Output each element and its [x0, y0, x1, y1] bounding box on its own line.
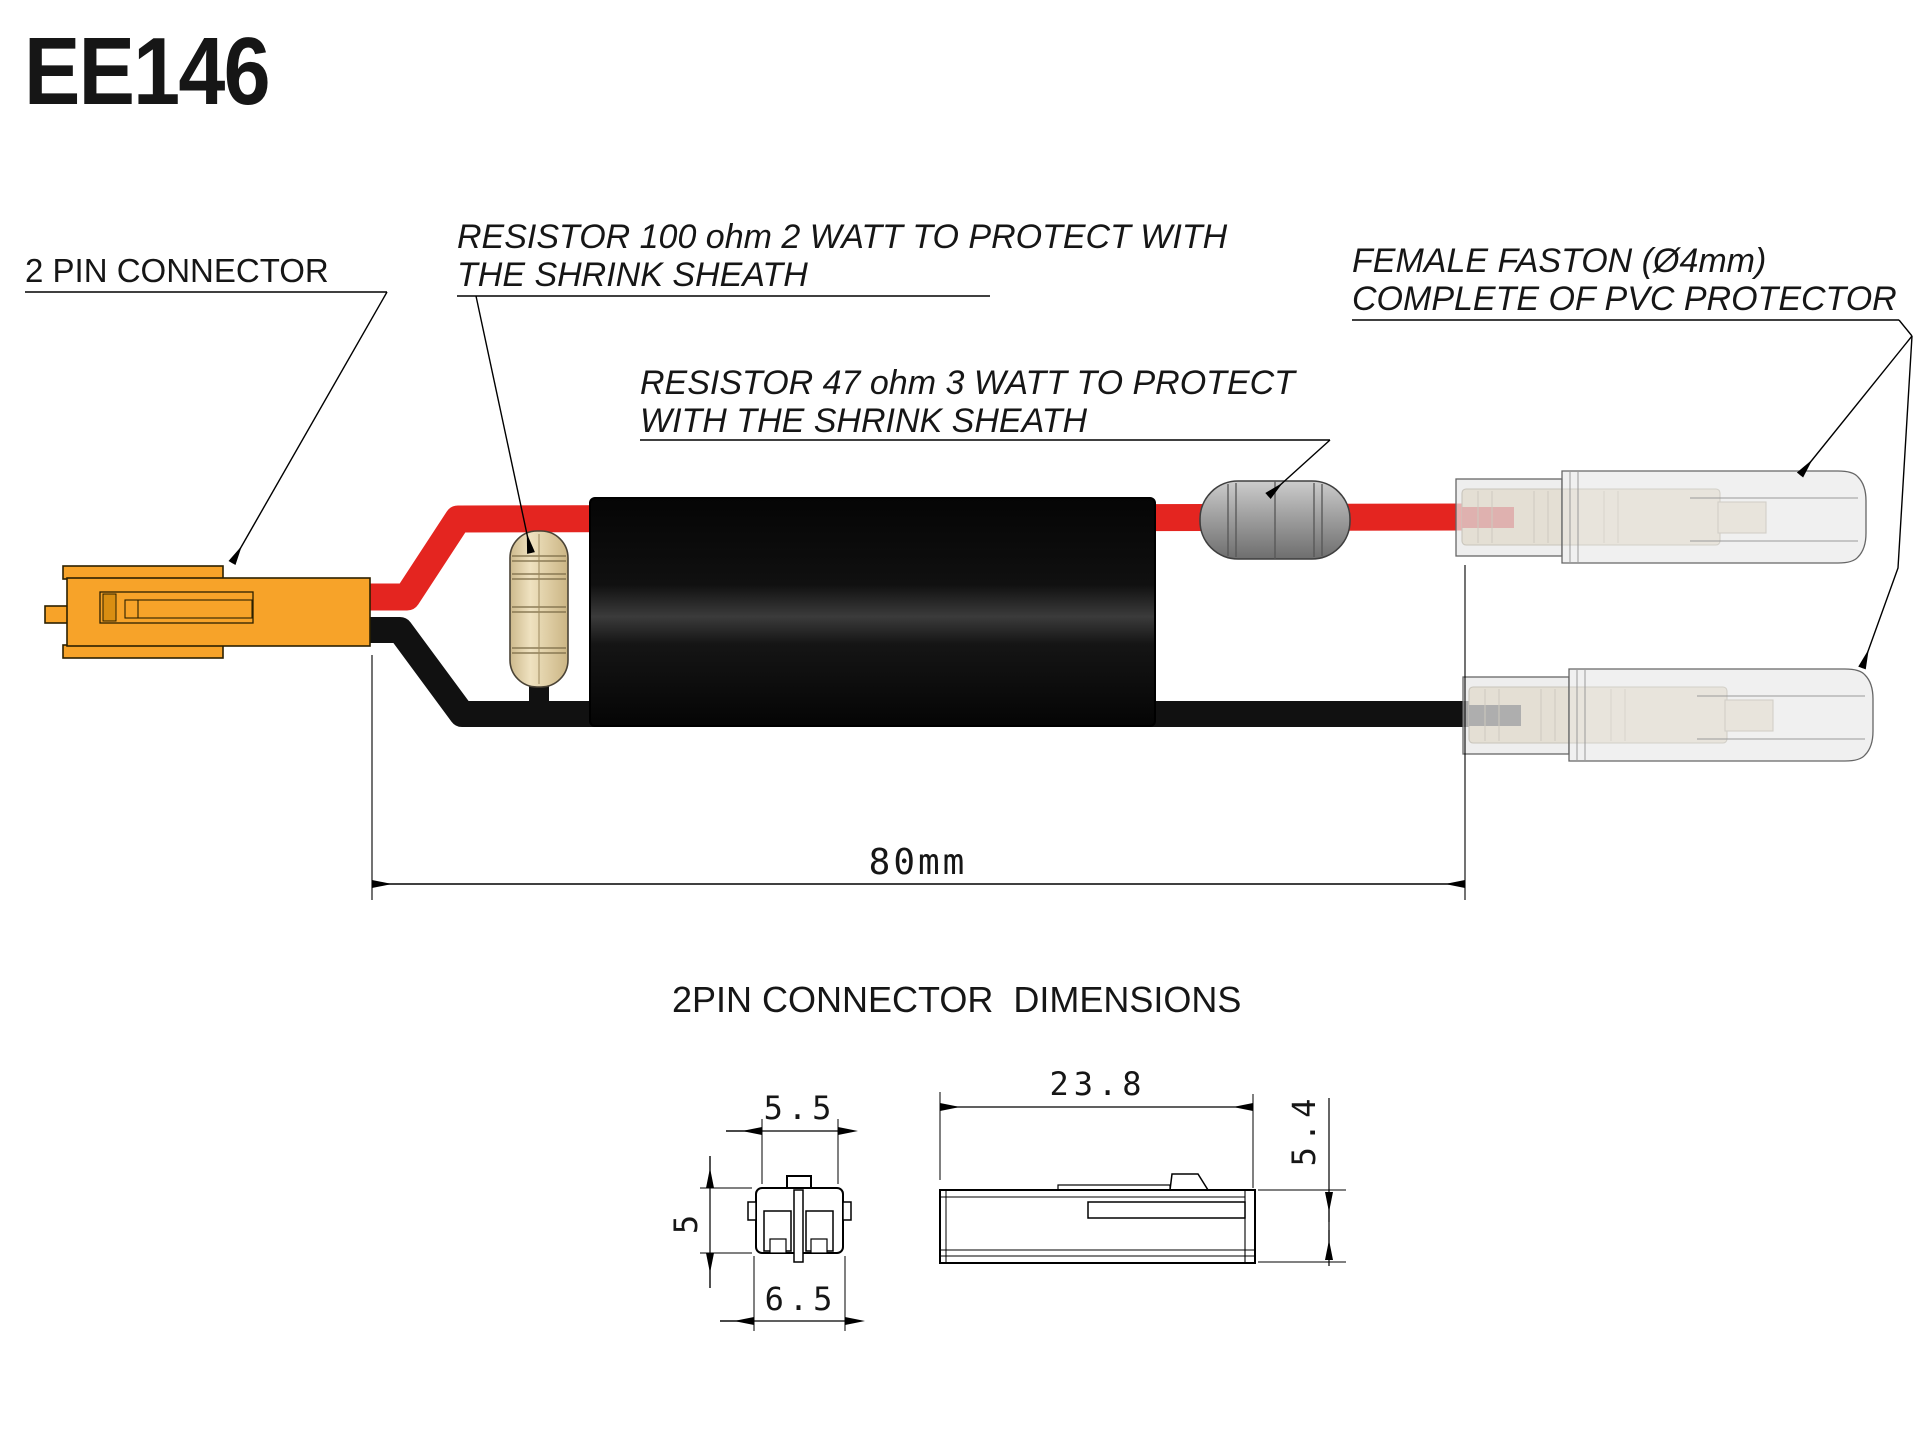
orange-2pin-connector: [44, 565, 371, 659]
section-heading: 2PIN CONNECTOR DIMENSIONS: [672, 979, 1242, 1020]
front-view-2pin: [700, 1119, 865, 1331]
dim-text-5: 5: [667, 1209, 705, 1235]
label-resistor47-line2: WITH THE SHRINK SHEATH: [640, 402, 1088, 440]
dim-6_5: [720, 1256, 865, 1331]
connector-latch-tab: [102, 593, 117, 622]
dim-5: [700, 1156, 752, 1288]
faston-bottom-sleeve-barrel: [1568, 668, 1874, 762]
label-faston-line2: COMPLETE OF PVC PROTECTOR: [1352, 280, 1897, 318]
faston-top-sleeve-crimp: [1455, 478, 1563, 557]
resistor-100ohm: [509, 530, 569, 688]
label-resistor47-line1: RESISTOR 47 ohm 3 WATT TO PROTECT: [640, 364, 1295, 402]
dimension-80mm: [371, 565, 1466, 900]
dim-text-23_8: 23.8: [1049, 1065, 1147, 1103]
faston-top-sleeve-lines: [1569, 471, 1858, 563]
leader-resistor-100ohm: [457, 295, 990, 554]
connector-latch-slot: [99, 591, 254, 624]
dim-text-5_5: 5.5: [763, 1089, 837, 1127]
drawing-title: EE146: [24, 18, 271, 125]
faston-top: [1455, 470, 1867, 564]
leader-resistor-47ohm: [640, 439, 1331, 499]
resistor-47ohm: [1199, 480, 1351, 560]
front-view-body: [747, 1175, 852, 1263]
dim-5_4: [1258, 1098, 1346, 1266]
label-faston-line1: FEMALE FASTON (Ø4mm): [1352, 242, 1767, 280]
faston-bottom-sleeve-lines: [1576, 669, 1865, 761]
label-resistor100-line2: THE SHRINK SHEATH: [457, 256, 808, 294]
dim-5_5: [726, 1119, 858, 1184]
leader-female-faston: [1352, 319, 1913, 670]
dim-text-6_5: 6.5: [764, 1280, 838, 1318]
dim-text-80mm: 80mm: [868, 842, 968, 883]
faston-bottom-sleeve-crimp: [1462, 676, 1570, 755]
dim-text-5_4: 5.4: [1285, 1093, 1323, 1167]
label-resistor100-line1: RESISTOR 100 ohm 2 WATT TO PROTECT WITH: [457, 218, 1228, 256]
faston-bottom: [1462, 668, 1874, 762]
label-2pin-connector: 2 PIN CONNECTOR: [25, 252, 329, 289]
dim-23_8: [939, 1092, 1254, 1188]
side-view-body: [939, 1173, 1256, 1264]
leader-2pin-connector: [25, 291, 388, 565]
side-view-2pin: [939, 1092, 1346, 1266]
shrink-sheath: [589, 497, 1156, 727]
faston-top-sleeve-barrel: [1561, 470, 1867, 564]
